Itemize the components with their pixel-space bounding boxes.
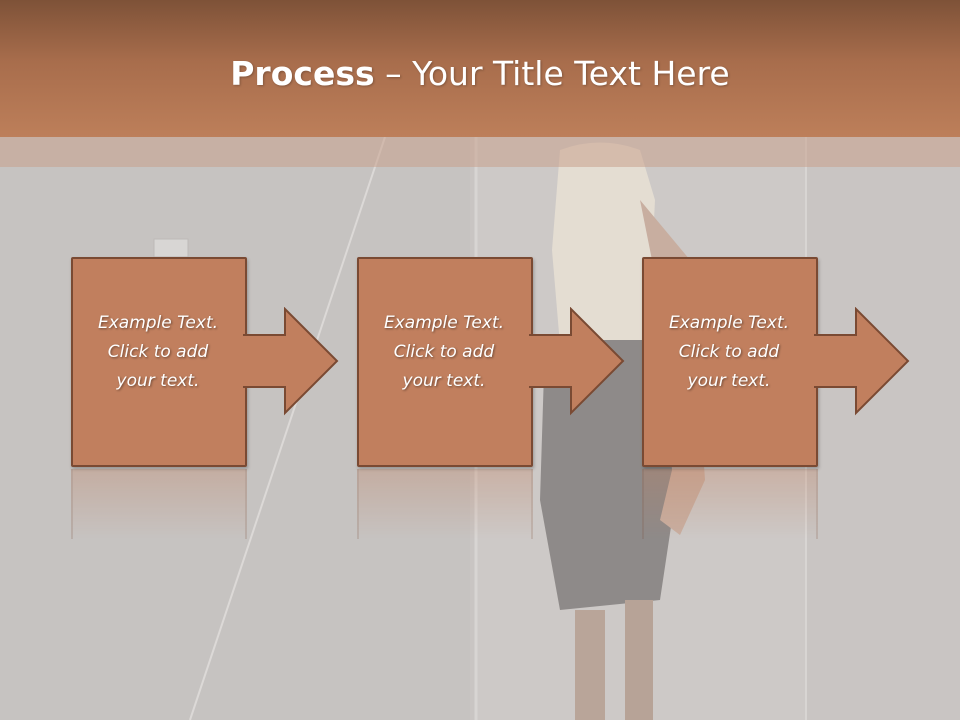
step-3-reflection <box>642 469 912 539</box>
process-step-3[interactable]: Example Text. Click to add your text. <box>642 257 912 467</box>
step-text[interactable]: Example Text. Click to add your text. <box>97 313 219 391</box>
process-step-1[interactable]: Example Text. Click to add your text. <box>71 257 341 467</box>
right-arrow-icon <box>814 307 910 416</box>
slide-title-rest: – Your Title Text Here <box>374 54 730 93</box>
step-box[interactable] <box>71 257 247 467</box>
step-box[interactable] <box>357 257 533 467</box>
step-text[interactable]: Example Text. Click to add your text. <box>383 313 505 391</box>
step-1-reflection <box>71 469 341 539</box>
step-box[interactable] <box>642 257 818 467</box>
slide-title[interactable]: Process – Your Title Text Here <box>0 50 960 98</box>
right-arrow-icon <box>529 307 625 416</box>
title-bar-band <box>0 137 960 167</box>
step-2-reflection <box>357 469 627 539</box>
slide-title-bold: Process <box>230 54 375 93</box>
title-bar <box>0 0 960 137</box>
right-arrow-icon <box>243 307 339 416</box>
process-step-2[interactable]: Example Text. Click to add your text. <box>357 257 627 467</box>
step-text[interactable]: Example Text. Click to add your text. <box>668 313 790 391</box>
